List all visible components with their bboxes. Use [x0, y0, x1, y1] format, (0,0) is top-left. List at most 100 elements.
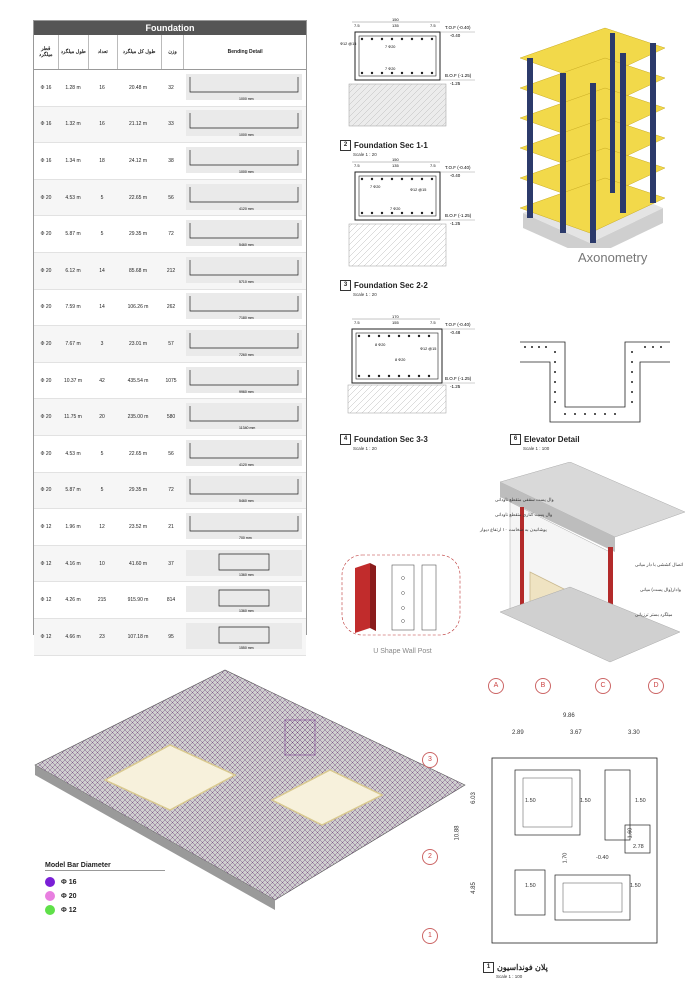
u-post-drawing	[341, 554, 461, 636]
cell-count: 3	[100, 340, 104, 347]
cell-len: 4.53 m	[65, 194, 81, 201]
bar-dimension: 1360 mm	[239, 573, 254, 577]
wall-drawing	[499, 461, 686, 663]
bar-shape	[189, 186, 299, 202]
bending-detail: 7180 mm	[182, 290, 306, 326]
svg-text:-0.40: -0.40	[450, 33, 461, 38]
cell-len: 4.66 m	[65, 633, 81, 640]
bending-detail: 4120 mm	[182, 436, 306, 472]
section-2-2-number: 3	[340, 280, 351, 291]
bar-dimension: 5460 mm	[239, 499, 254, 503]
legend-swatch	[45, 877, 55, 887]
plan-label: پلان فونداسیون	[497, 963, 548, 972]
cell-total: 22.65 m	[128, 194, 148, 201]
cell-weight: 95	[168, 633, 174, 640]
svg-text:B.O.F (-1.25): B.O.F (-1.25)	[445, 376, 472, 381]
cell-len: 7.59 m	[65, 304, 81, 311]
bar-dimension: 5710 mm	[239, 280, 254, 284]
bending-detail: 1000 mm	[182, 143, 306, 179]
bar-dimension: 7260 mm	[239, 353, 254, 357]
dim-150-b: 1.50	[635, 798, 646, 804]
cell-len: 5.87 m	[65, 487, 81, 494]
section-2-2-label: Foundation Sec 2-2	[354, 281, 428, 290]
plan-drawing	[491, 757, 658, 944]
bar-shape	[218, 589, 270, 607]
svg-text:135: 135	[392, 163, 399, 168]
legend-label: Φ 16	[61, 878, 77, 886]
svg-text:7.5: 7.5	[430, 163, 436, 168]
section-1-1-title: 2 Foundation Sec 1-1	[340, 140, 480, 151]
cell-weight: 56	[168, 450, 174, 457]
cell-weight: 72	[168, 487, 174, 494]
cell-count: 215	[97, 597, 107, 604]
wall-note-6: میلگرد بستر ترزیانی	[635, 612, 673, 617]
dim-total-width: 9.86	[563, 713, 575, 719]
svg-text:B.O.F (-1.25): B.O.F (-1.25)	[445, 213, 472, 218]
svg-text:7.5: 7.5	[354, 320, 360, 325]
cell-total: 85.68 m	[128, 267, 148, 274]
cell-weight: 814	[166, 597, 176, 604]
svg-text:-0.40: -0.40	[450, 173, 461, 178]
bending-detail: 5460 mm	[182, 216, 306, 252]
wall-note-3: پوشانیدن به ضخامت ۱۰ ارتفاع دیوار	[480, 527, 547, 532]
cell-len: 1.32 m	[65, 121, 81, 128]
svg-text:7 Φ20: 7 Φ20	[390, 207, 400, 211]
axonometry-view: Axonometry	[505, 18, 680, 273]
bar-dimension: 4120 mm	[239, 207, 254, 211]
axis-D: D	[648, 678, 664, 694]
cell-total: 24.12 m	[128, 157, 148, 164]
cell-total: 107.18 m	[127, 633, 149, 640]
wall-detail: وال پست سقفی متقطع ناودانی وال پست کناری…	[440, 461, 686, 672]
svg-text:7 Φ20: 7 Φ20	[385, 67, 395, 71]
bar-dimension: 1000 mm	[239, 97, 254, 101]
section-3-3-scale: Scale 1 : 20	[353, 446, 377, 451]
svg-text:8 Φ20: 8 Φ20	[375, 343, 385, 347]
table-header: قطر میلگرد طول میلگرد تعداد طول کل میلگر…	[34, 35, 306, 70]
bending-detail: 4120 mm	[182, 180, 306, 216]
axis-C: C	[595, 678, 611, 694]
header-len: طول میلگرد	[59, 35, 90, 69]
plan-level: -0.40	[596, 855, 609, 861]
legend-item: Φ 20	[45, 891, 165, 901]
rebar-model-drawing	[34, 669, 466, 910]
bar-dimension: 7180 mm	[239, 316, 254, 320]
bar-shape	[189, 149, 299, 166]
cell-count: 5	[100, 487, 104, 494]
bending-detail: 5710 mm	[182, 253, 306, 289]
cell-total: 20.48 m	[128, 84, 148, 91]
bending-detail: 1550 mm	[182, 619, 306, 655]
section-1-1: 150 7.5 135 7.5 Φ12 @15 7 Φ20 7 Φ20 T.O.…	[340, 17, 480, 157]
cell-weight: 212	[166, 267, 176, 274]
svg-text:170: 170	[392, 315, 399, 319]
cell-weight: 56	[168, 194, 174, 201]
plan-title: 1 پلان فونداسیون	[483, 962, 548, 973]
cell-len: 4.53 m	[65, 450, 81, 457]
wall-note-1: وال پست سقفی متقطع ناودانی	[495, 497, 554, 502]
bar-dimension: 4120 mm	[239, 463, 254, 467]
axis-B: B	[535, 678, 551, 694]
dim-278: 2.78	[633, 844, 644, 850]
section-1-1-scale: Scale 1 : 20	[353, 152, 377, 157]
cell-total: 22.65 m	[128, 450, 148, 457]
cell-count: 14	[99, 267, 105, 274]
cell-count: 10	[99, 560, 105, 567]
bar-shape	[189, 296, 299, 312]
cell-dia: Φ 16	[40, 157, 52, 164]
cell-weight: 21	[168, 523, 174, 530]
section-3-3-title: 4 Foundation Sec 3-3	[340, 434, 480, 445]
bar-dimension: 5460 mm	[239, 243, 254, 247]
elevator-scale: Scale 1 : 100	[523, 446, 550, 451]
axonometry-drawing	[519, 27, 666, 258]
bar-dimension: 1000 mm	[239, 170, 254, 174]
